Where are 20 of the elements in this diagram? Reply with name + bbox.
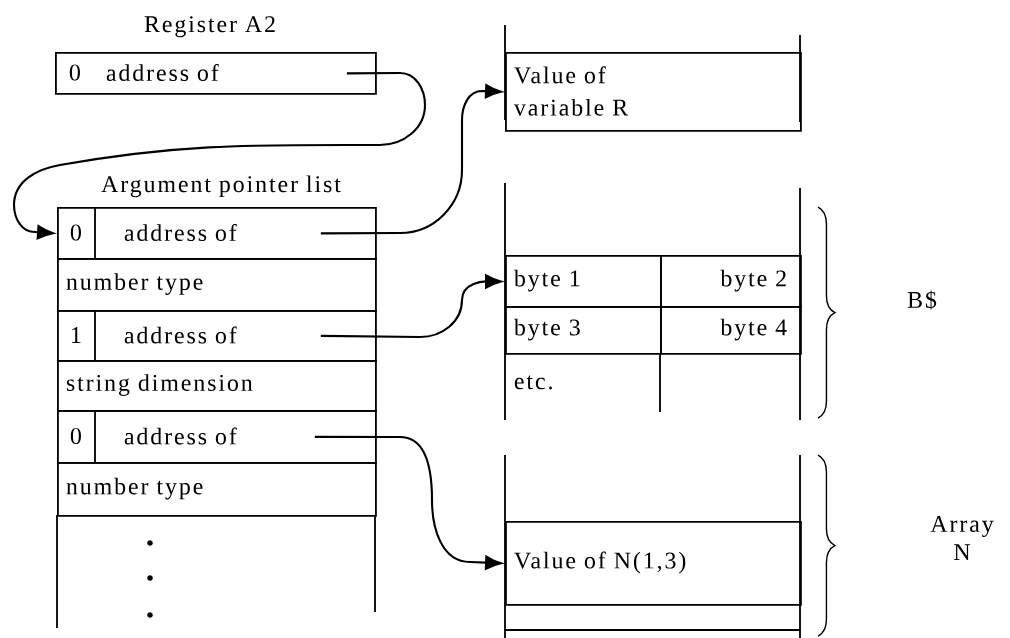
register-box: Register A2 0 address of <box>55 16 377 95</box>
memory-cell: number type <box>57 258 377 312</box>
memory-cell: byte 2 <box>660 255 802 308</box>
memory-cell: number type <box>57 462 377 517</box>
memory-cell: etc. <box>514 375 552 390</box>
memory-cell: byte 4 <box>660 306 802 355</box>
brace-label: Array N <box>930 516 994 560</box>
memory-cell: byte 1 <box>505 255 662 308</box>
pointer-cell: 1 address of <box>57 309 377 362</box>
arrow <box>320 84 502 235</box>
brace-label: B$ <box>907 290 937 310</box>
memory-cell: string dimension <box>57 360 377 412</box>
arrow <box>12 71 427 240</box>
pointer-cell: 0 address of <box>57 409 377 464</box>
memory-cell: Value of variable R <box>505 52 802 132</box>
memory-cell: byte 3 <box>505 306 662 355</box>
memory-cell: Value of N(1,3) <box>505 521 802 606</box>
node-label: Register A2 <box>144 16 275 38</box>
pointer-cell: 0 address of <box>57 206 377 260</box>
node-label: Argument pointer list <box>101 175 341 198</box>
